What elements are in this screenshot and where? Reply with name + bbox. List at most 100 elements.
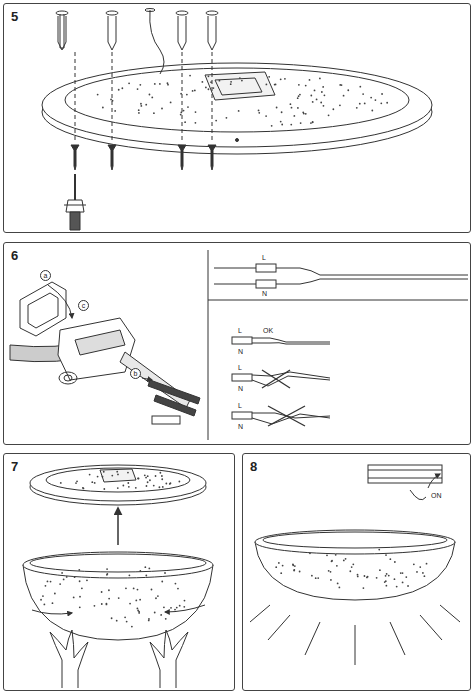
texture-dot bbox=[343, 560, 345, 562]
texture-dot bbox=[137, 589, 139, 591]
texture-dot bbox=[347, 89, 349, 91]
terminal-label: L bbox=[237, 364, 243, 371]
texture-dot bbox=[405, 576, 407, 578]
plate-and-cover bbox=[23, 465, 213, 688]
texture-dot bbox=[335, 554, 337, 556]
texture-dot bbox=[129, 603, 131, 605]
terminal-illustration bbox=[10, 282, 200, 424]
texture-dot bbox=[298, 95, 300, 97]
screws bbox=[75, 52, 212, 140]
texture-dot bbox=[276, 107, 278, 109]
texture-dot bbox=[323, 105, 325, 107]
texture-dot bbox=[159, 486, 161, 488]
texture-dot bbox=[274, 84, 276, 86]
texture-dot bbox=[416, 571, 418, 573]
texture-dot bbox=[148, 618, 150, 620]
texture-dot bbox=[357, 576, 359, 578]
texture-dot bbox=[165, 618, 167, 620]
texture-dot bbox=[148, 619, 150, 621]
texture-dot bbox=[127, 472, 129, 474]
texture-dot bbox=[139, 84, 141, 86]
texture-dot bbox=[127, 482, 129, 484]
texture-dot bbox=[280, 572, 282, 574]
texture-dot bbox=[111, 617, 113, 619]
texture-dot bbox=[89, 474, 91, 476]
texture-dot bbox=[312, 121, 314, 123]
texture-dot bbox=[137, 88, 139, 90]
texture-dot bbox=[137, 608, 139, 610]
texture-dot bbox=[184, 600, 186, 602]
texture-dot bbox=[180, 114, 182, 116]
texture-dot bbox=[159, 472, 161, 474]
texture-dot bbox=[265, 115, 267, 117]
texture-dot bbox=[167, 84, 169, 86]
texture-dot bbox=[118, 89, 120, 91]
texture-dot bbox=[112, 100, 114, 102]
texture-dot bbox=[164, 572, 166, 574]
wiring-scheme bbox=[208, 250, 468, 440]
texture-dot bbox=[157, 595, 159, 597]
texture-dot bbox=[357, 574, 359, 576]
terminal-label: N bbox=[237, 348, 244, 355]
texture-dot bbox=[386, 102, 388, 104]
texture-dot bbox=[138, 612, 140, 614]
texture-dot bbox=[378, 549, 380, 551]
texture-dot bbox=[42, 595, 44, 597]
texture-dot bbox=[91, 481, 93, 483]
texture-dot bbox=[106, 604, 108, 606]
texture-dot bbox=[359, 103, 361, 105]
texture-dot bbox=[241, 80, 243, 82]
texture-dot bbox=[293, 115, 295, 117]
texture-dot bbox=[153, 112, 155, 114]
texture-dot bbox=[210, 81, 212, 83]
texture-dot bbox=[386, 573, 388, 575]
texture-dot bbox=[169, 483, 171, 485]
texture-dot bbox=[281, 124, 283, 126]
texture-dot bbox=[400, 572, 402, 574]
step-number: 6 bbox=[11, 248, 18, 263]
texture-dot bbox=[320, 102, 322, 104]
texture-dot bbox=[155, 475, 157, 477]
texture-dot bbox=[394, 578, 396, 580]
texture-dot bbox=[116, 620, 118, 622]
terminal-label: ON bbox=[430, 492, 443, 499]
texture-dot bbox=[175, 583, 177, 585]
texture-dot bbox=[309, 552, 311, 554]
step-number: 8 bbox=[250, 459, 257, 474]
texture-dot bbox=[312, 101, 314, 103]
texture-dot bbox=[79, 596, 81, 598]
texture-dot bbox=[201, 81, 203, 83]
texture-dot bbox=[45, 585, 47, 587]
texture-dot bbox=[381, 93, 383, 95]
texture-dot bbox=[413, 563, 415, 565]
texture-dot bbox=[275, 84, 277, 86]
texture-dot bbox=[103, 471, 105, 473]
texture-dot bbox=[126, 621, 128, 623]
step-number: 7 bbox=[11, 459, 18, 474]
texture-dot bbox=[364, 575, 366, 577]
texture-dot bbox=[180, 112, 182, 114]
texture-dot bbox=[359, 86, 361, 88]
texture-dot bbox=[311, 575, 313, 577]
breaker-and-lamp bbox=[250, 465, 460, 665]
texture-dot bbox=[145, 575, 147, 577]
texture-dot bbox=[79, 580, 81, 582]
texture-dot bbox=[205, 87, 207, 89]
texture-dot bbox=[170, 482, 172, 484]
texture-dot bbox=[343, 95, 345, 97]
texture-dot bbox=[170, 607, 172, 609]
texture-dot bbox=[86, 579, 88, 581]
texture-dot bbox=[146, 485, 148, 487]
texture-dot bbox=[106, 568, 108, 570]
texture-dot bbox=[194, 90, 196, 92]
texture-dot bbox=[82, 487, 84, 489]
texture-dot bbox=[385, 554, 387, 556]
texture-dot bbox=[180, 93, 182, 95]
texture-dot bbox=[367, 576, 369, 578]
texture-dot bbox=[187, 106, 189, 108]
screwdriver bbox=[64, 174, 86, 230]
texture-dot bbox=[161, 108, 163, 110]
texture-dot bbox=[258, 110, 260, 112]
texture-dot bbox=[97, 94, 99, 96]
